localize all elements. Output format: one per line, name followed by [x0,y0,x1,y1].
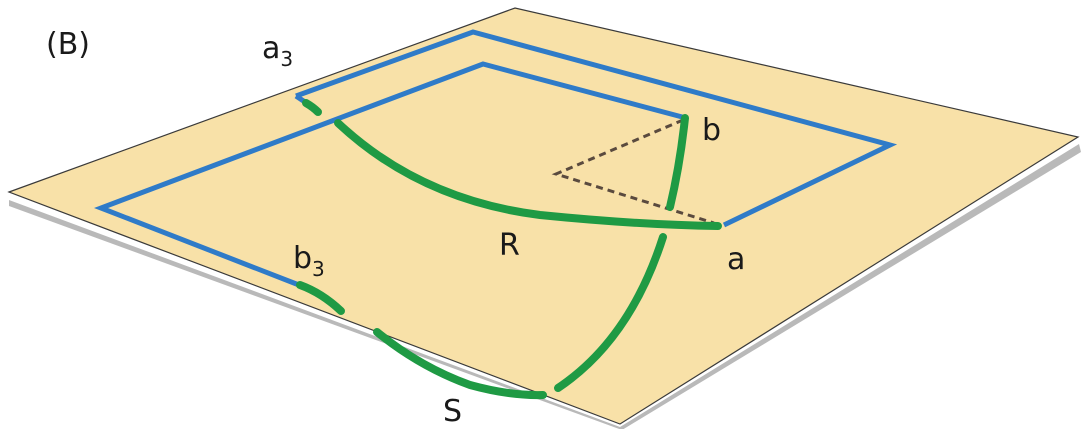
label-b3: b3 [293,241,325,281]
green-curve-R [334,119,722,230]
label-S: S [443,394,462,429]
label-R: R [499,228,520,263]
label-a3: a3 [262,31,293,71]
green-curve-b [666,114,689,211]
dashed-lines [551,118,715,225]
green-curve-S-lower [554,233,667,392]
label-b: b [702,113,721,148]
green-curve-a3-stub [302,99,322,116]
inner-blue-path [94,61,687,288]
green-curve-b3-stub [296,281,345,315]
label-a: a [727,242,745,277]
outer-blue-path [295,29,898,228]
green-curve-S-bottom [373,328,547,400]
panel-label: (B) [46,27,90,62]
